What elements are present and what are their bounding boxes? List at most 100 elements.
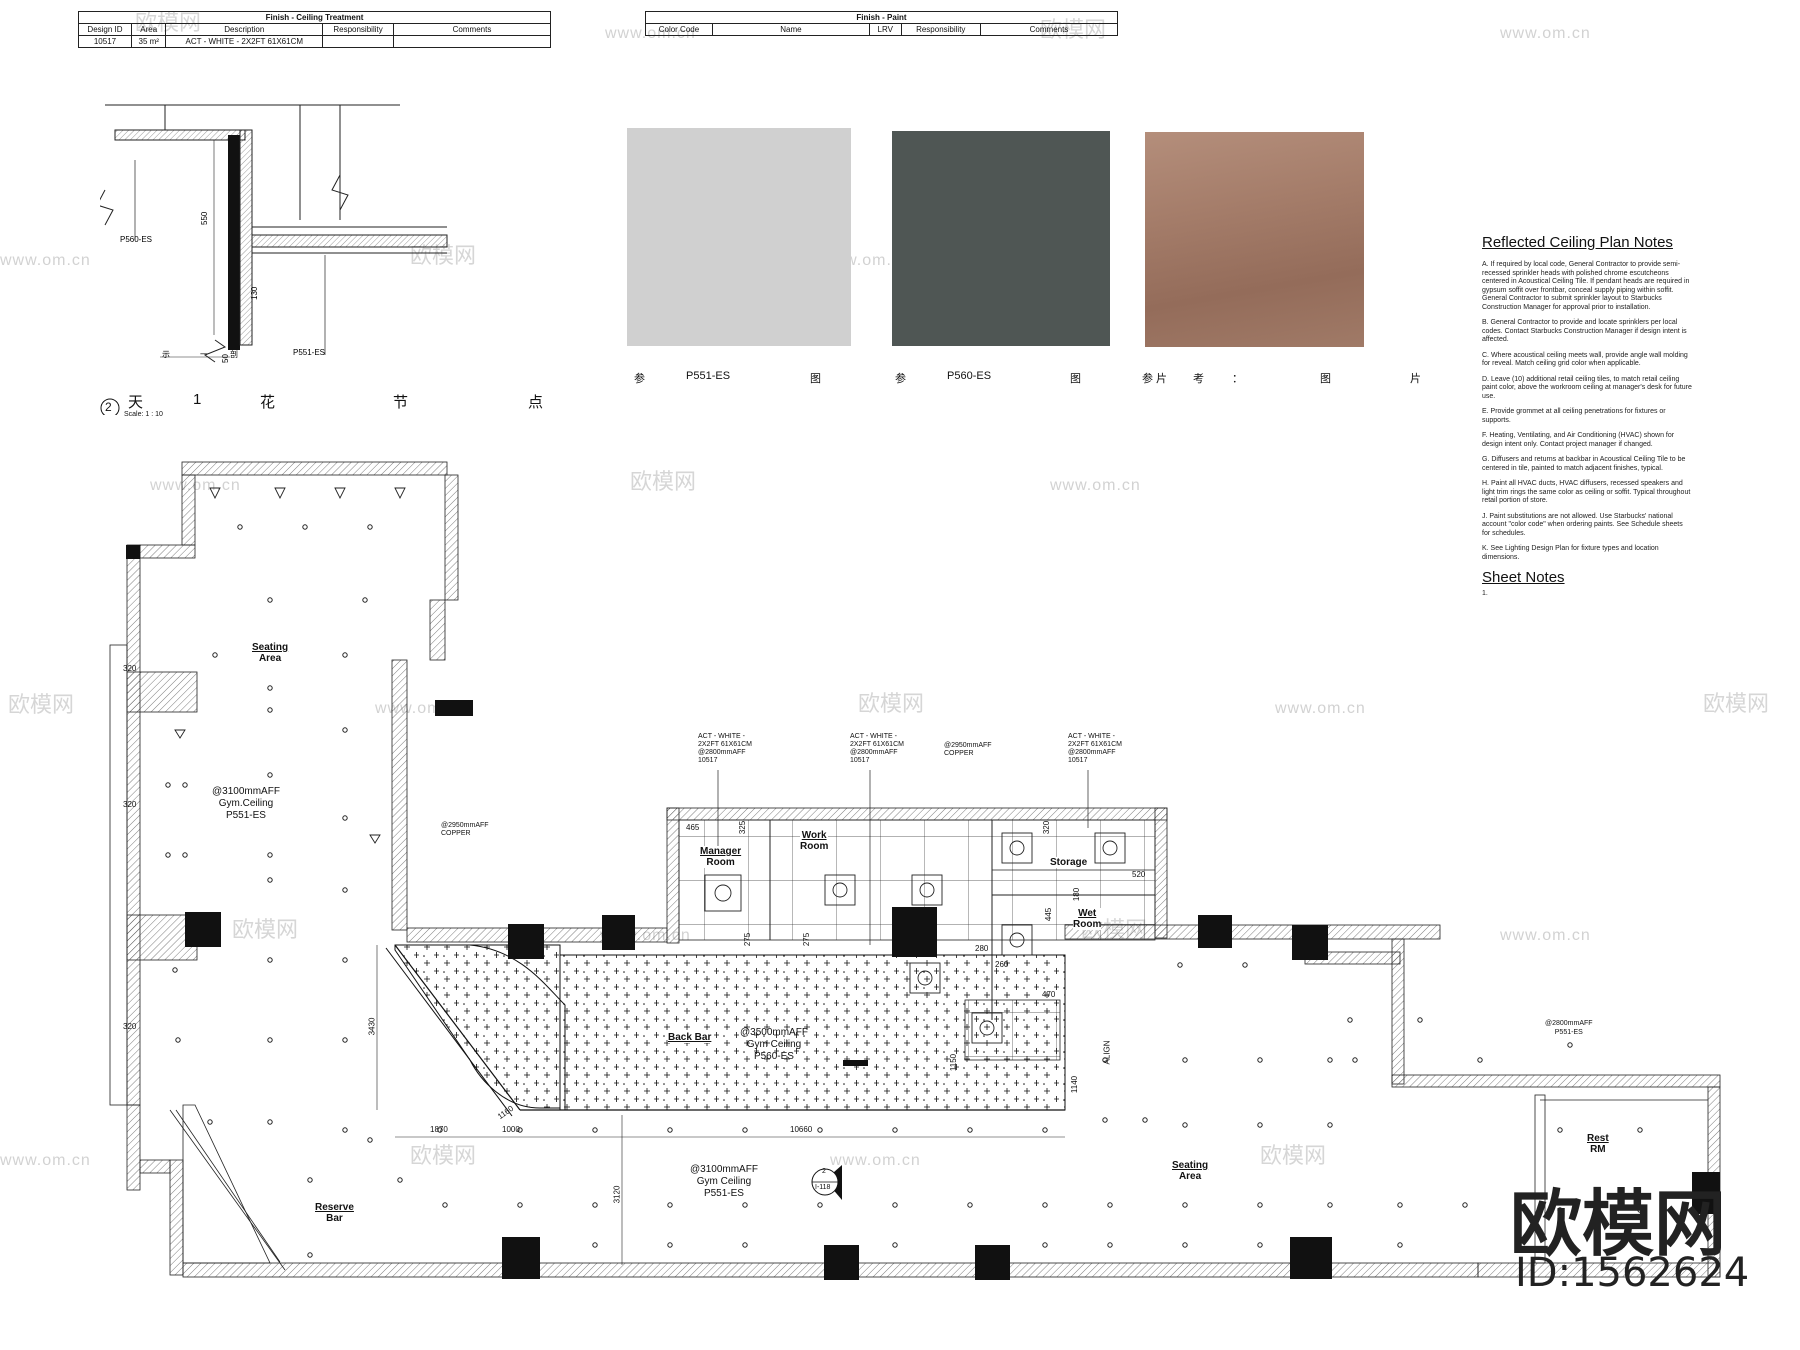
dim-130: 130: [250, 286, 259, 300]
ceiling-tag-line: @2800mmAFF: [1545, 1020, 1593, 1027]
dim-label: 1150: [949, 1053, 959, 1072]
paint-schedule-header: Comments: [980, 23, 1118, 36]
swatch-p551: [627, 128, 851, 346]
ceiling-tag-copper-left: @2950mmAFF COPPER: [441, 822, 489, 838]
soffit-bottom-band: [251, 234, 448, 248]
ceiling-section-detail: 550 130 50 P560-ES P551-ES 示 一 剖: [100, 104, 448, 415]
room-name: Room: [800, 841, 829, 852]
ceiling-tag-bottom: @3100mmAFF Gym Ceiling P551-ES: [690, 1164, 758, 1200]
notes-title: Reflected Ceiling Plan Notes: [1482, 234, 1673, 251]
note-item: E. Provide grommet at all ceiling penetr…: [1482, 408, 1666, 424]
dim-label: 320: [123, 664, 137, 673]
sheet-note-item: 1.: [1482, 590, 1488, 597]
swatch-code-label: P551-ES: [686, 370, 731, 382]
dim-label: 465: [686, 823, 700, 832]
callout-leaders: [717, 770, 1089, 945]
note-item: D. Leave (10) additional retail ceiling …: [1482, 375, 1692, 400]
section-marker: [811, 1165, 842, 1200]
room-name: Rest: [1587, 1133, 1609, 1144]
back-bar-region: [385, 944, 1066, 1117]
watermark-url: www.om.cn: [1050, 477, 1141, 494]
soffit-vertical-band: [228, 135, 240, 350]
ceiling-tag-line: Gym Ceiling: [696, 1176, 752, 1187]
act-callout-line: 10517: [698, 757, 718, 764]
swatch-caption-char: 图: [810, 373, 821, 385]
act-callout-line: ACT - WHITE -: [1068, 733, 1115, 740]
dim-label: 260: [995, 960, 1009, 969]
ceiling-tag-line: @3100mmAFF: [212, 786, 280, 797]
ceiling-tag-line: P551-ES: [225, 810, 266, 821]
room-name: Area: [258, 653, 282, 664]
act-callout-line: 2X2FT 61X61CM: [850, 741, 904, 748]
act-callout-line: ACT - WHITE -: [850, 733, 897, 740]
dim-label: 3120: [612, 1185, 622, 1204]
ceiling-tag-left: @3100mmAFF Gym.Ceiling P551-ES: [212, 786, 280, 822]
dim-label: 325: [738, 820, 748, 835]
break-line: [331, 174, 349, 211]
watermark-brand: 欧模网: [232, 917, 299, 942]
act-callout-line: @2800mmAFF: [698, 749, 746, 756]
detail-title-char: 花: [260, 394, 276, 411]
watermark-brand: 欧模网: [8, 692, 75, 717]
detail-bottom-char: 一: [200, 350, 208, 359]
room-name: Seating: [1172, 1160, 1209, 1171]
detail-scale: Scale: 1 : 10: [124, 411, 163, 418]
dim-label: 275: [743, 932, 753, 947]
dim-label: 320: [1042, 820, 1052, 835]
hvac-diffusers: [704, 832, 1126, 1044]
swatch-caption-char: 考: [1193, 373, 1204, 385]
swatch-caption-char: 片: [1410, 373, 1421, 385]
watermark-brand: 欧模网: [410, 1143, 477, 1168]
structural-columns: [126, 545, 1720, 1280]
ceiling-schedule-cell: ACT - WHITE - 2X2FT 61X61CM: [165, 35, 324, 48]
dim-label: 3430: [367, 1017, 377, 1036]
room-name: Wet: [1078, 908, 1097, 919]
dim-label: ALIGN: [1102, 1040, 1112, 1065]
swatch-caption-char: 片: [1156, 373, 1167, 385]
dim-label: 1870: [430, 1125, 448, 1134]
ceiling-tag-line: @2950mmAFF: [944, 742, 992, 749]
watermark-url: www.om.cn: [830, 1152, 921, 1169]
note-item: B. General Contractor to provide and loc…: [1482, 319, 1687, 343]
room-name: RM: [1590, 1144, 1606, 1155]
swatch-caption-char: 参: [1142, 373, 1153, 385]
note-item: F. Heating, Ventilating, and Air Conditi…: [1482, 432, 1675, 448]
act-callout: ACT - WHITE - 2X2FT 61X61CM @2800mmAFF 1…: [850, 733, 904, 765]
act-callout-line: 10517: [1068, 757, 1088, 764]
room-name: Work: [801, 830, 827, 841]
ceiling-lights: [165, 524, 1643, 1258]
break-line: [100, 189, 114, 226]
dim-label: 470: [1042, 990, 1056, 999]
dim-550: 550: [200, 211, 209, 225]
dim-label: 1000: [502, 1125, 520, 1134]
act-callout-line: @2800mmAFF: [1068, 749, 1116, 756]
ceiling-tag-line: Gym Ceiling: [746, 1039, 802, 1050]
note-item: C. Where acoustical ceiling meets wall, …: [1482, 351, 1688, 368]
watermark-brand: 欧模网: [858, 691, 925, 716]
room-name: Bar: [326, 1213, 343, 1224]
ceiling-tag-right: @2800mmAFF P551-ES: [1545, 1019, 1593, 1037]
ceiling-tag-line: @3100mmAFF: [690, 1164, 758, 1175]
dim-label: 445: [1044, 907, 1054, 922]
room-name: Room: [706, 857, 735, 868]
notes-panel: Reflected Ceiling Plan Notes A. If requi…: [1482, 234, 1692, 606]
watermark-url: www.om.cn: [1500, 25, 1591, 42]
detail-number-circle: [100, 398, 120, 415]
ceiling-tag-line: P551-ES: [703, 1188, 744, 1199]
watermark-url: www.om.cn: [0, 252, 91, 269]
swatch-caption-char: 参: [634, 373, 645, 385]
room-label-back-bar: Back Bar: [668, 1032, 712, 1043]
act-callout-line: 2X2FT 61X61CM: [698, 741, 752, 748]
paint-schedule-header: Name: [711, 23, 870, 36]
watermark-brand: 欧模网: [1703, 691, 1770, 716]
dimension-lines: [376, 945, 1065, 1265]
watermark-id: ID:1562624: [1515, 1250, 1750, 1296]
room-label-storage: Storage: [1050, 857, 1088, 868]
ceiling-tag-line: Gym.Ceiling: [218, 798, 274, 809]
detail-title-char: 1: [193, 391, 202, 408]
watermark-url: www.om.cn: [0, 1152, 91, 1169]
